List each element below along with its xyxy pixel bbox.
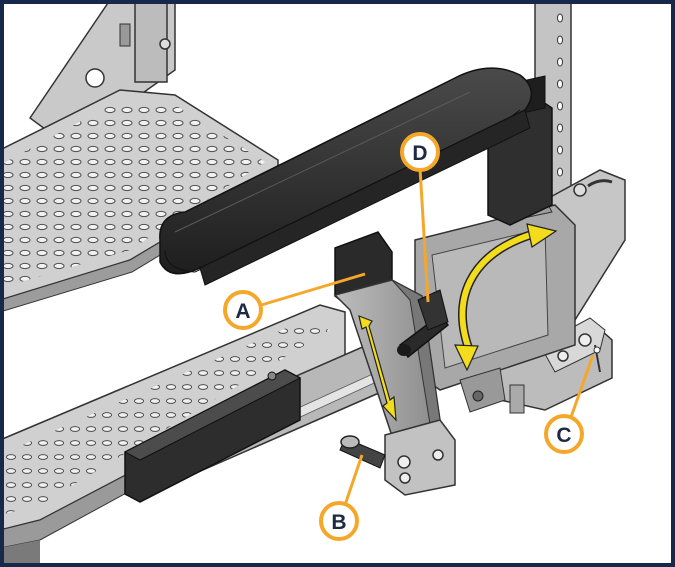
hinge-bracket [499, 169, 626, 414]
callout-c: C [544, 354, 595, 454]
callout-c-label: C [556, 424, 571, 447]
lower-mount [339, 419, 456, 496]
height-adjust-arrow [358, 315, 397, 422]
callout-d: D [400, 132, 440, 303]
callout-d-label: D [412, 142, 427, 165]
callout-b: B [319, 454, 364, 541]
armrest-pad [159, 67, 533, 286]
lever-d-handle [397, 289, 450, 359]
callout-a-label: A [235, 300, 250, 323]
extension-tube [123, 369, 302, 503]
callout-b-label: B [331, 511, 346, 534]
swing-away-arrow [454, 223, 558, 372]
callout-a: A [223, 272, 366, 330]
upper-platform [0, 89, 279, 313]
